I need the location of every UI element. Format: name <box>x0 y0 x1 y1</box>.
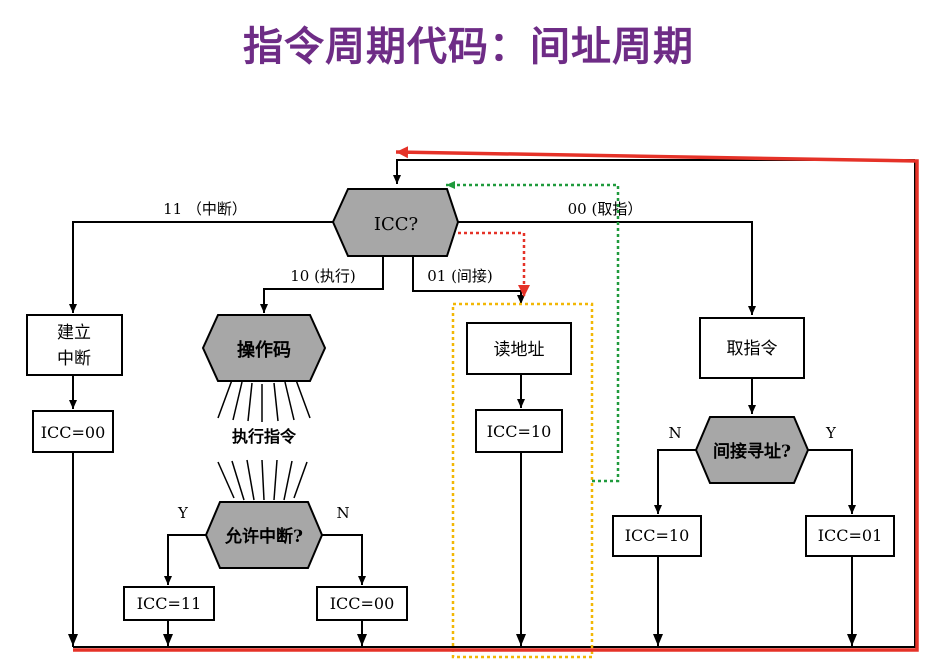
flow-lines <box>69 159 916 648</box>
allow-no-label: N <box>336 504 349 522</box>
branch-indirect-label: 01 (间接) <box>427 267 493 285</box>
branch-fetch-label: 00 (取指） <box>568 200 643 218</box>
execute-rays <box>217 379 311 501</box>
box-read-address: 读地址 <box>494 340 545 360</box>
hex-allow-interrupt: 允许中断? <box>204 501 324 569</box>
hex-allow-interrupt-label: 允许中断? <box>224 526 303 547</box>
icc-allow-no: ICC=00 <box>330 594 395 613</box>
branch-interrupt-label: 11 （中断） <box>163 200 247 218</box>
icc-indirect: ICC=10 <box>487 422 552 441</box>
allow-yes-label: Y <box>177 504 189 522</box>
boxes <box>26 314 895 621</box>
branch-execute-label: 10 (执行) <box>290 267 356 285</box>
green-dotted-return <box>446 181 620 483</box>
red-dotted-path <box>458 231 530 297</box>
box-interrupt-line2: 中断 <box>57 349 91 369</box>
indirect-yes-label: Y <box>825 424 837 442</box>
decision-icc-label: ICC? <box>374 214 418 235</box>
box-fetch: 取指令 <box>727 339 778 359</box>
icc-fetch-yes: ICC=01 <box>818 526 883 545</box>
hex-opcode-label: 操作码 <box>237 339 291 361</box>
execute-instruction-label: 执行指令 <box>232 427 297 446</box>
indirect-no-label: N <box>668 424 681 442</box>
bottom-arrowheads <box>68 634 857 646</box>
box-interrupt-line1: 建立 <box>57 323 91 343</box>
page-title: 指令周期代码：间址周期 <box>243 24 694 70</box>
icc-fetch-no: ICC=10 <box>625 526 690 545</box>
red-return-loop <box>73 146 919 652</box>
icc-allow-yes: ICC=11 <box>137 594 202 613</box>
hex-indirect-addressing-label: 间接寻址? <box>713 441 791 462</box>
icc-interrupt: ICC=00 <box>41 423 106 442</box>
decision-icc: ICC? <box>331 188 460 257</box>
hex-opcode: 操作码 <box>201 314 327 382</box>
hex-indirect-addressing: 间接寻址? <box>694 416 810 484</box>
